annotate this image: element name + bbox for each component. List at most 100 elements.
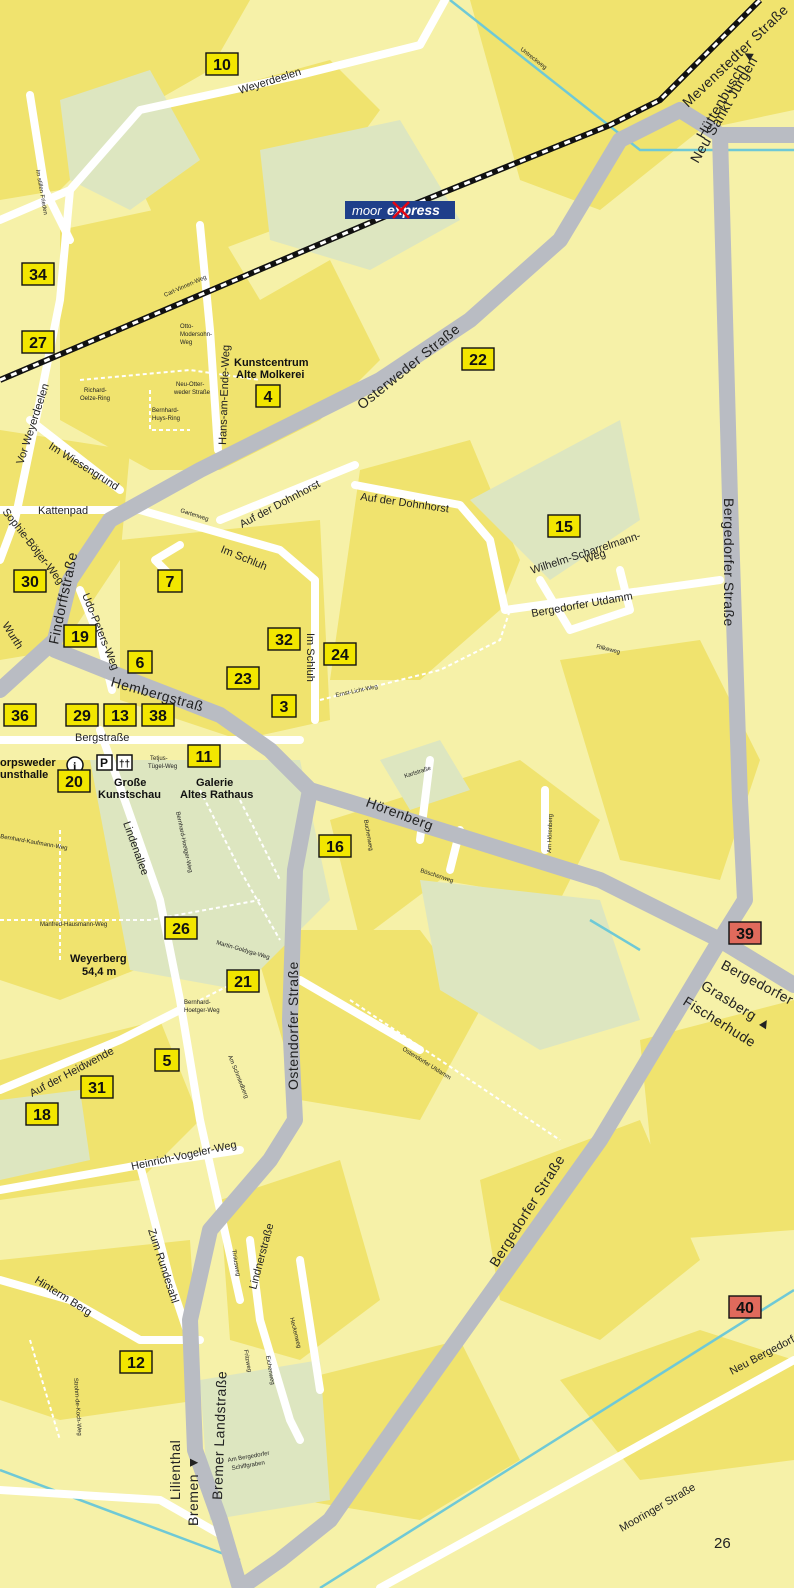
place-kunstcentrum-line2: Alte Molkerei <box>236 369 304 381</box>
poi-number-18: 18 <box>33 1107 51 1124</box>
poi-marker-18[interactable]: 18 <box>25 1102 59 1126</box>
street-bernhard-hoetger-2: Hoetger-Weg <box>184 1008 220 1014</box>
poi-marker-36[interactable]: 36 <box>3 703 37 727</box>
poi-box-23 <box>226 666 260 690</box>
poi-box-16 <box>318 834 352 858</box>
poi-number-30: 30 <box>21 574 39 591</box>
poi-marker-10[interactable]: 10 <box>205 52 239 76</box>
poi-box-20 <box>57 769 91 793</box>
poi-marker-21[interactable]: 21 <box>226 969 260 993</box>
poi-box-31 <box>80 1075 114 1099</box>
place-galerie-line2: Altes Rathaus <box>180 789 253 801</box>
poi-number-38: 38 <box>149 708 167 725</box>
poi-marker-19[interactable]: 19 <box>63 624 97 648</box>
poi-number-26: 26 <box>172 921 190 938</box>
place-weyerberg-line2: 54,4 m <box>82 966 116 978</box>
poi-marker-34[interactable]: 34 <box>21 262 55 286</box>
page-number: 26 <box>714 1535 731 1552</box>
street-otto-modersohn-3: Weg <box>180 340 192 346</box>
poi-marker-20[interactable]: 20 <box>57 769 91 793</box>
street-fritzweg: Fritzweg <box>242 1349 252 1372</box>
poi-marker-29[interactable]: 29 <box>65 703 99 727</box>
poi-number-15: 15 <box>555 519 573 536</box>
street-ostendorfer: Ostendorfer Straße <box>285 961 301 1090</box>
poi-box-40 <box>728 1295 762 1319</box>
poi-marker-22[interactable]: 22 <box>461 347 495 371</box>
poi-marker-16[interactable]: 16 <box>318 834 352 858</box>
poi-marker-12[interactable]: 12 <box>119 1350 153 1374</box>
street-buchenweg: Buchenweg <box>362 819 373 851</box>
poi-box-39 <box>728 921 762 945</box>
poi-box-24 <box>323 642 357 666</box>
poi-box-7 <box>157 569 183 593</box>
wc-icon-glyph: †† <box>119 759 130 770</box>
poi-number-6: 6 <box>136 655 145 672</box>
poi-box-15 <box>547 514 581 538</box>
poi-box-36 <box>3 703 37 727</box>
poi-number-16: 16 <box>326 839 344 856</box>
poi-number-23: 23 <box>234 671 252 688</box>
poi-box-6 <box>127 650 153 674</box>
poi-marker-26[interactable]: 26 <box>164 916 198 940</box>
poi-marker-13[interactable]: 13 <box>103 703 137 727</box>
poi-marker-31[interactable]: 31 <box>80 1075 114 1099</box>
poi-marker-39[interactable]: 39 <box>728 921 762 945</box>
poi-marker-24[interactable]: 24 <box>323 642 357 666</box>
poi-number-40: 40 <box>736 1300 754 1317</box>
street-manfred-hausmann: Manfred-Hausmann-Weg <box>40 922 107 928</box>
poi-marker-30[interactable]: 30 <box>13 569 47 593</box>
poi-box-22 <box>461 347 495 371</box>
wc-icon[interactable]: †† <box>116 754 133 771</box>
street-bernhard-hoetger-1: Bernhard- <box>184 1000 211 1006</box>
street-otto-modersohn-2: Modersohn- <box>180 332 212 338</box>
street-tetjus-1: Tetjus- <box>150 756 168 762</box>
poi-marker-23[interactable]: 23 <box>226 666 260 690</box>
poi-number-12: 12 <box>127 1355 145 1372</box>
poi-number-3: 3 <box>280 699 289 716</box>
poi-marker-5[interactable]: 5 <box>154 1048 180 1072</box>
poi-number-19: 19 <box>71 629 89 646</box>
poi-number-27: 27 <box>29 335 47 352</box>
poi-number-4: 4 <box>264 389 273 406</box>
street-bergedorfer-vertical: Bergedorfer Straße <box>721 498 737 627</box>
poi-box-3 <box>271 694 297 718</box>
poi-number-5: 5 <box>163 1053 172 1070</box>
parking-icon[interactable]: P <box>96 754 113 771</box>
poi-marker-40[interactable]: 40 <box>728 1295 762 1319</box>
place-kunsthalle-line2: unsthalle <box>0 769 48 781</box>
poi-box-27 <box>21 330 55 354</box>
street-otto-modersohn-1: Otto- <box>180 324 193 330</box>
street-bremer-land: Bremer Landstraße <box>209 1371 229 1501</box>
street-richard-2: Oelze-Ring <box>80 396 110 402</box>
street-am-bergedorfer-2: Schiffgraben <box>231 1460 265 1472</box>
poi-box-12 <box>119 1350 153 1374</box>
poi-marker-15[interactable]: 15 <box>547 514 581 538</box>
poi-marker-32[interactable]: 32 <box>267 627 301 651</box>
street-strohm: Strohm-de-Koch-Weg <box>72 1378 82 1436</box>
poi-marker-6[interactable]: 6 <box>127 650 153 674</box>
poi-marker-3[interactable]: 3 <box>271 694 297 718</box>
poi-number-32: 32 <box>275 632 293 649</box>
street-bernhard-huys-2: Huys-Ring <box>152 416 180 422</box>
poi-box-21 <box>226 969 260 993</box>
green-areas <box>0 70 640 1520</box>
poi-marker-38[interactable]: 38 <box>141 703 175 727</box>
poi-marker-7[interactable]: 7 <box>157 569 183 593</box>
info-icon-glyph: i <box>73 759 77 773</box>
street-im-schluh-vert: Im Schluh <box>304 633 316 682</box>
place-kunstschau-line2: Kunstschau <box>98 789 161 801</box>
poi-number-7: 7 <box>166 574 175 591</box>
poi-marker-11[interactable]: 11 <box>187 744 221 768</box>
main-roads <box>0 102 794 1588</box>
footpaths <box>0 368 561 1441</box>
poi-box-38 <box>141 703 175 727</box>
poi-marker-4[interactable]: 4 <box>255 384 281 408</box>
street-tetjus-2: Tügel-Weg <box>148 764 177 770</box>
street-bernhard-huys-1: Bernhard- <box>152 408 179 414</box>
poi-number-22: 22 <box>469 352 487 369</box>
poi-marker-27[interactable]: 27 <box>21 330 55 354</box>
